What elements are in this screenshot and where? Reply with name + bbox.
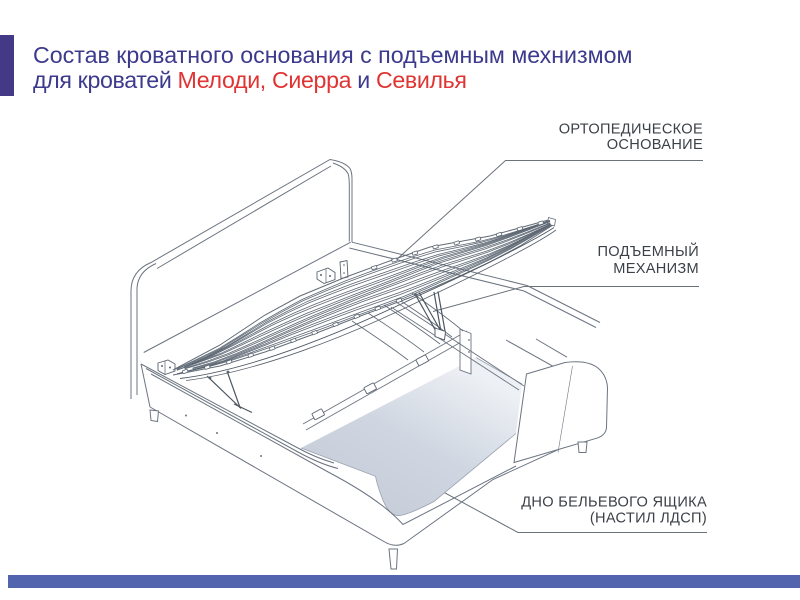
svg-text:ДНО БЕЛЬЕВОГО ЯЩИКА: ДНО БЕЛЬЕВОГО ЯЩИКА: [521, 495, 707, 511]
svg-text:ПОДЪЕМНЫЙ: ПОДЪЕМНЫЙ: [598, 242, 700, 260]
svg-text:МЕХАНИЗМ: МЕХАНИЗМ: [613, 261, 699, 277]
svg-text:(НАСТИЛ ЛДСП): (НАСТИЛ ЛДСП): [590, 511, 707, 527]
svg-text:ОРТОПЕДИЧЕСКОЕ: ОРТОПЕДИЧЕСКОЕ: [559, 122, 703, 138]
svg-text:ОСНОВАНИЕ: ОСНОВАНИЕ: [607, 137, 703, 153]
